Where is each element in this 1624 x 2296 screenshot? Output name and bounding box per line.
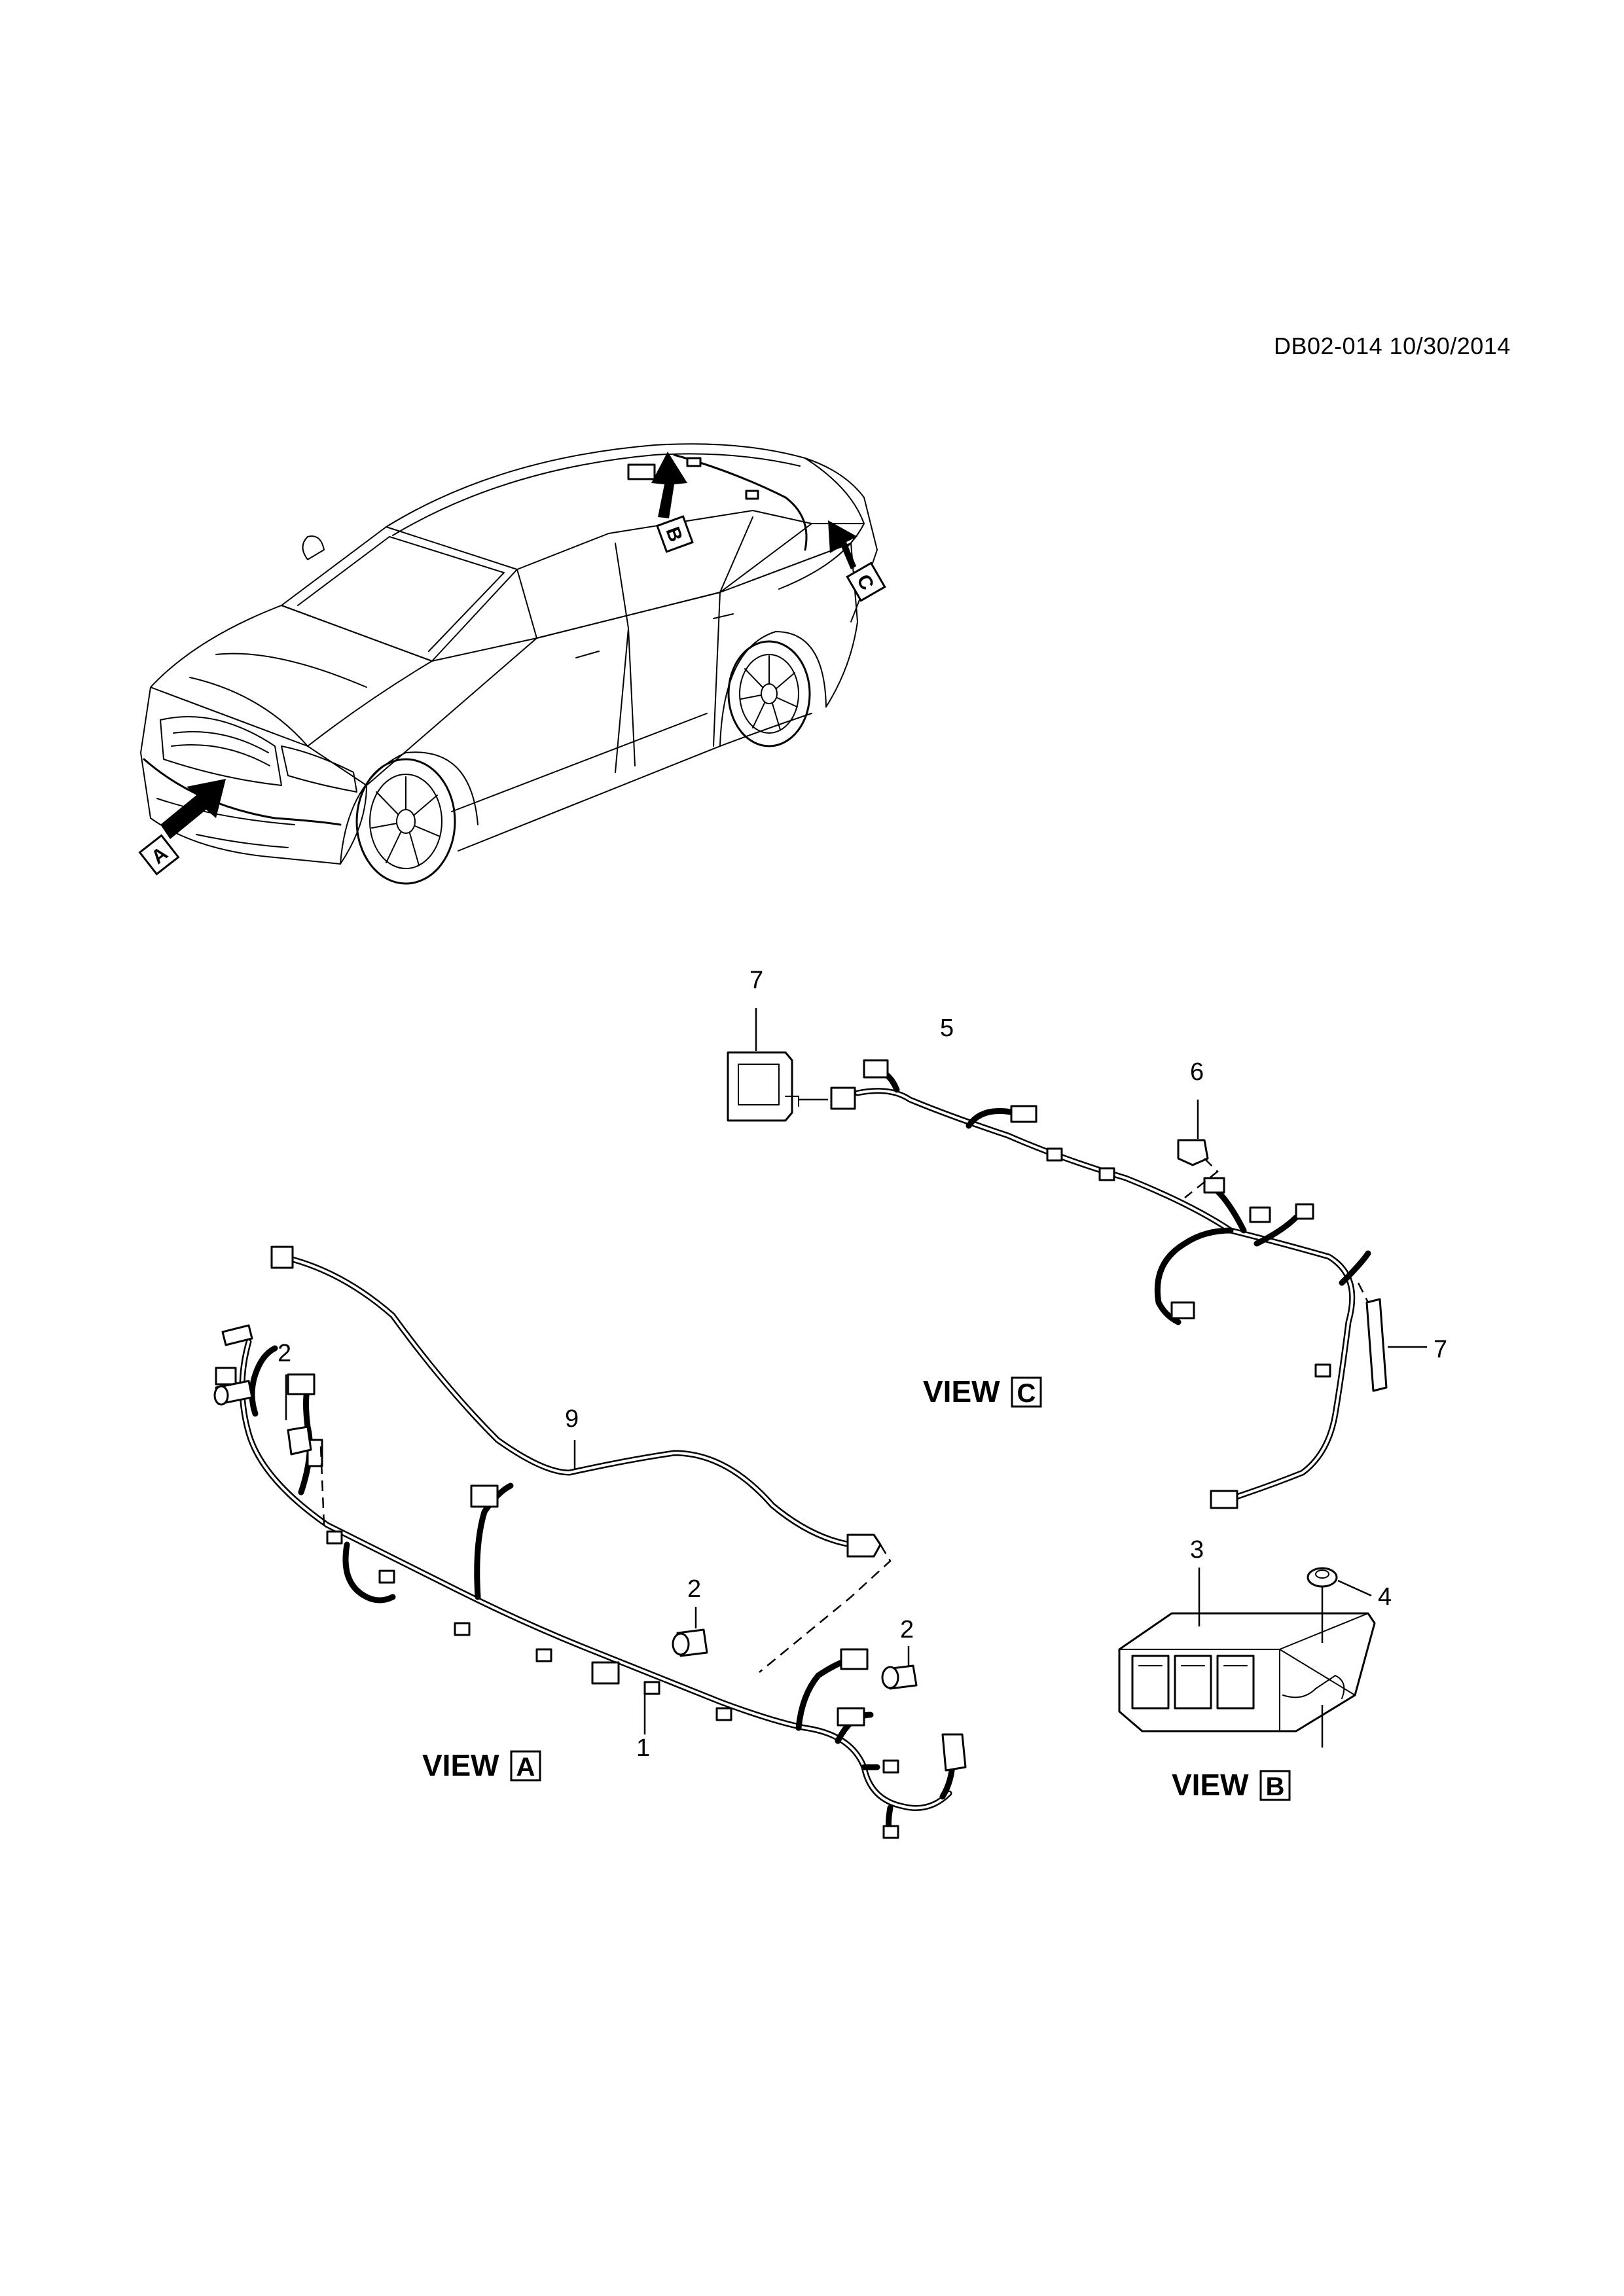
view-c-letter: C — [1017, 1379, 1036, 1408]
callout-labels: 7 5 6 7 2 9 2 2 1 3 4 — [278, 967, 1447, 1762]
view-c-label: VIEW C — [923, 1374, 1042, 1408]
view-a-harness — [213, 1246, 967, 1839]
view-b-letter: B — [1266, 1772, 1285, 1801]
arrow-c: C — [828, 520, 886, 602]
view-c-harness — [727, 1008, 1427, 1509]
document-id: DB02-014 10/30/2014 — [1274, 332, 1511, 359]
callout-6: 6 — [1190, 1058, 1204, 1086]
callout-7-top: 7 — [749, 967, 763, 994]
callout-5: 5 — [940, 1014, 954, 1042]
callout-2-mid: 2 — [687, 1575, 701, 1603]
view-b-module — [1118, 1567, 1376, 1748]
callout-2-left: 2 — [278, 1340, 291, 1367]
arrow-a: A — [138, 779, 226, 876]
view-a-letter: A — [516, 1753, 535, 1782]
car-illustration — [140, 443, 878, 885]
callout-7-right: 7 — [1434, 1336, 1447, 1363]
callout-1: 1 — [636, 1734, 650, 1762]
callout-4: 4 — [1378, 1583, 1392, 1611]
view-c-word: VIEW — [923, 1374, 1000, 1408]
callout-3: 3 — [1190, 1536, 1204, 1564]
callout-9: 9 — [565, 1405, 579, 1433]
view-b-word: VIEW — [1172, 1768, 1249, 1802]
view-b-label: VIEW B — [1172, 1768, 1291, 1802]
view-a-word: VIEW — [422, 1748, 499, 1782]
view-a-label: VIEW A — [422, 1748, 541, 1782]
callout-2-right: 2 — [900, 1616, 914, 1643]
arrow-b: B — [651, 452, 694, 553]
